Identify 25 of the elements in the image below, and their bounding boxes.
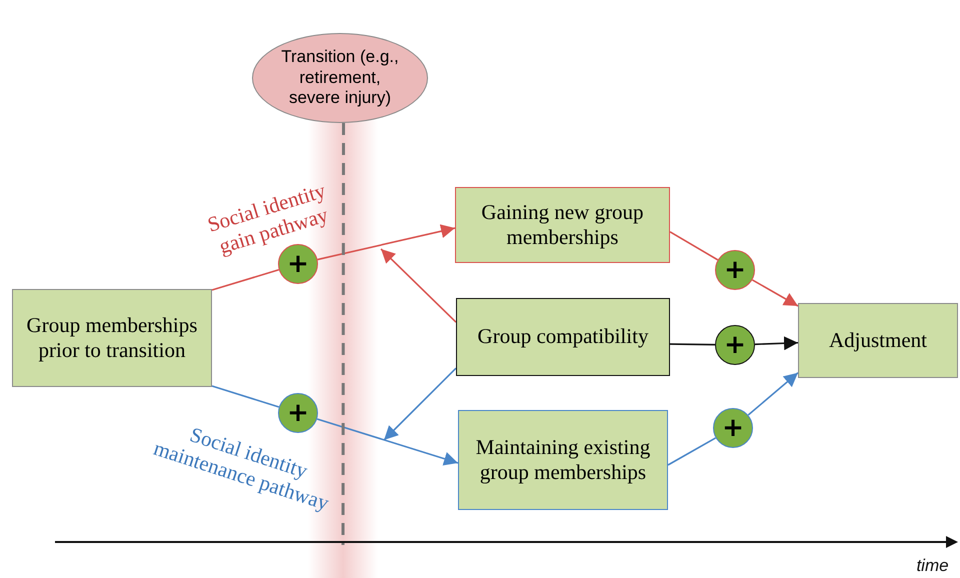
connector-line xyxy=(670,343,716,346)
plus-circle: + xyxy=(278,393,318,433)
event-ellipse: Transition (e.g., retirement, severe injury) xyxy=(252,33,428,123)
process-box: Adjustment xyxy=(798,303,958,378)
process-box: Gaining new group memberships xyxy=(455,187,670,263)
arrow xyxy=(316,418,458,466)
axis-label: time xyxy=(915,556,950,576)
plus-circle: + xyxy=(713,408,753,448)
plus-circle: + xyxy=(715,250,755,290)
arrow xyxy=(752,279,798,307)
process-box: Group compatibility xyxy=(456,298,670,376)
arrow xyxy=(748,372,799,416)
arrow xyxy=(380,248,457,323)
dashed-line xyxy=(342,123,346,545)
connector-line xyxy=(212,269,280,291)
connector-line xyxy=(668,437,716,466)
plus-circle: + xyxy=(278,244,318,284)
connector-line xyxy=(670,231,718,261)
arrow xyxy=(754,336,798,350)
process-box: Group memberships prior to transition xyxy=(12,289,212,387)
connector-line xyxy=(212,385,280,408)
arrow xyxy=(383,368,457,441)
plus-circle: + xyxy=(715,325,755,365)
arrow xyxy=(317,224,456,260)
process-box: Maintaining existing group memberships xyxy=(458,410,668,510)
